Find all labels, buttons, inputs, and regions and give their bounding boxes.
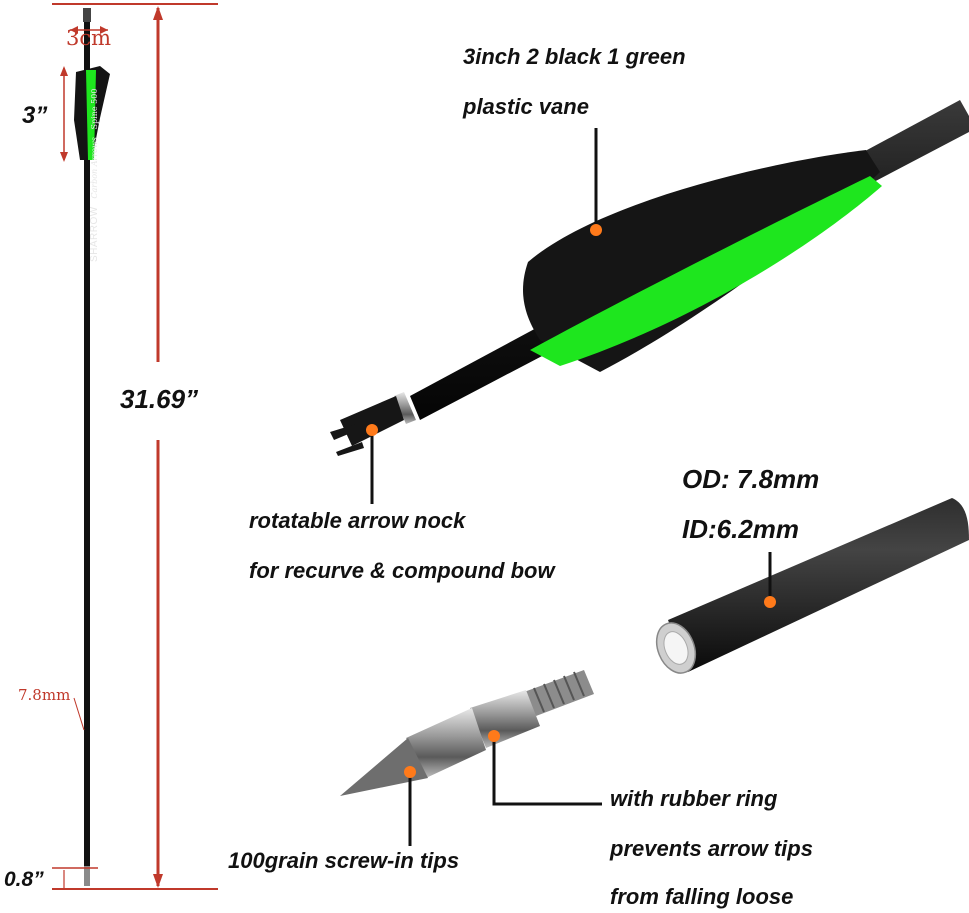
full-arrow-diagram — [52, 3, 218, 890]
tip-marker-dot — [404, 766, 416, 778]
shaft-type: Carbon Arrows — [90, 137, 99, 199]
ring-callout-line3: from falling loose — [610, 884, 794, 909]
full-arrow-vane-green — [86, 70, 96, 160]
nock-marker-dot — [366, 424, 378, 436]
tube-body — [668, 498, 969, 672]
tube-marker-dot — [764, 596, 776, 608]
total-length-label: 31.69” — [120, 384, 199, 414]
vane-width-arrow-left — [70, 26, 78, 34]
nock-callout-line2: for recurve & compound bow — [249, 558, 555, 583]
shaft-closeup — [655, 498, 969, 674]
total-length-arrowhead-bottom — [153, 874, 163, 888]
tip-length-label: 0.8” — [4, 868, 44, 891]
vane-length-arrow-top — [60, 66, 68, 76]
vane-width-label: 3cm — [66, 26, 112, 50]
vane-callout-line2: plastic vane — [463, 94, 589, 119]
nock-callout-line1: rotatable arrow nock — [249, 508, 466, 533]
thread-grooves — [533, 671, 585, 713]
ring-callout-line2: prevents arrow tips — [610, 836, 813, 861]
shaft-diameter-label: 7.8mm — [18, 686, 71, 704]
vane-width-arrow-right — [100, 26, 108, 34]
fletching-vane-green — [530, 176, 882, 366]
tube-end-inner — [663, 631, 689, 665]
tip-closeup — [340, 670, 602, 846]
ring-callout-line1: with rubber ring — [610, 786, 778, 811]
full-arrow-nock — [83, 8, 91, 22]
shaft-brand: SHARROW — [89, 206, 100, 262]
vane-marker-dot — [590, 224, 602, 236]
tip-point — [340, 738, 428, 796]
ring-callout-line — [492, 736, 602, 806]
vane-callout-line1: 3inch 2 black 1 green — [463, 44, 686, 69]
tip-collar — [470, 690, 540, 748]
fletching-closeup — [330, 100, 969, 504]
outer-diameter-label: OD: 7.8mm — [682, 464, 820, 494]
nock-prong-top — [330, 424, 358, 440]
nock-ring — [394, 392, 416, 424]
nock-body — [340, 396, 404, 446]
tip-body — [406, 708, 486, 778]
inner-diameter-label: ID:6.2mm — [682, 514, 800, 544]
tip-callout-label: 100grain screw-in tips — [228, 848, 460, 873]
vane-length-label: 3” — [22, 102, 48, 129]
shaft-print: SHARROW Carbon Arrows Spine 500 — [89, 89, 100, 262]
total-length-arrowhead-top — [153, 6, 163, 20]
full-arrow-shaft — [84, 12, 90, 870]
ring-marker-dot — [488, 730, 500, 742]
nock-prong-bottom — [336, 442, 364, 456]
shaft-spine: Spine 500 — [90, 88, 99, 130]
vane-length-arrow-bottom — [60, 152, 68, 162]
diameter-leader — [73, 697, 85, 731]
full-arrow-tip — [84, 866, 90, 886]
